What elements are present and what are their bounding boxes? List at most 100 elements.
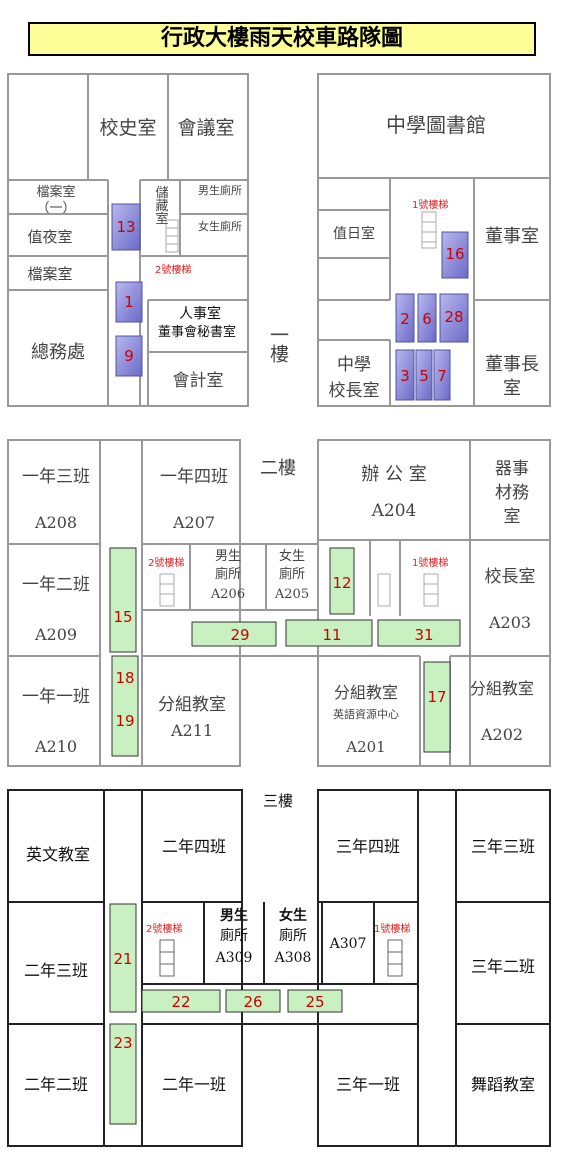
bus-25: 25 xyxy=(305,993,324,1011)
room-equip-1: 器事 xyxy=(495,459,529,479)
room-group-3: 分組教室 xyxy=(470,679,534,698)
room-accounting: 會計室 xyxy=(173,371,224,391)
floor-2-label-a: 二樓 xyxy=(260,458,296,479)
room-c34: 三年四班 xyxy=(336,837,400,856)
room-a209: A209 xyxy=(34,625,77,644)
room-c24: 二年四班 xyxy=(162,837,226,856)
stair-2-label-3f: 2號樓梯 xyxy=(146,922,182,935)
bus-17: 17 xyxy=(427,688,446,706)
bus-7: 7 xyxy=(437,367,447,385)
room-girls-1f: 女生廁所 xyxy=(198,219,242,233)
room-board: 董事室 xyxy=(485,226,539,247)
bus-23: 23 xyxy=(113,1034,132,1052)
floor-3 xyxy=(7,789,551,1147)
bus-28: 28 xyxy=(444,308,463,326)
room-night-duty: 值夜室 xyxy=(27,228,72,246)
room-equip-2: 材務 xyxy=(495,483,529,503)
room-a205: A205 xyxy=(274,587,309,602)
room-meeting: 會議室 xyxy=(177,117,234,139)
room-c11: 一年一班 xyxy=(22,687,90,707)
room-chairman-b: 室 xyxy=(503,378,521,399)
bus-31: 31 xyxy=(414,626,433,644)
stair-1-label-3f: 1號樓梯 xyxy=(374,922,410,935)
stair-2-label-1f: 2號樓梯 xyxy=(155,263,191,276)
room-a201: A201 xyxy=(345,738,385,756)
room-boys-2f-b: 廁所 xyxy=(215,566,241,582)
room-a208: A208 xyxy=(34,513,77,532)
room-c23: 二年三班 xyxy=(24,961,88,980)
room-office: 辦 公 室 xyxy=(361,464,426,485)
floor-2 xyxy=(7,439,551,767)
room-history: 校史室 xyxy=(99,117,156,139)
floor-2-bus-numbers: 15 12 29 11 31 18 19 17 xyxy=(113,574,446,730)
room-group-1: 分組教室 xyxy=(158,695,226,715)
room-principal-1f-b: 校長室 xyxy=(329,381,380,401)
room-c32: 三年二班 xyxy=(471,957,535,976)
room-c21: 二年一班 xyxy=(162,1075,226,1094)
room-boys-1f: 男生廁所 xyxy=(198,183,242,197)
room-english: 英文教室 xyxy=(26,845,90,864)
room-c12: 一年二班 xyxy=(22,575,90,595)
room-archive-1: 檔案室 xyxy=(36,184,75,200)
bus-3: 3 xyxy=(400,367,410,385)
room-archive-1-suffix: （一） xyxy=(36,201,75,216)
bus-9: 9 xyxy=(124,347,134,365)
bus-29: 29 xyxy=(230,626,249,644)
bus-26: 26 xyxy=(243,993,262,1011)
room-boys-3f-b: 廁所 xyxy=(220,927,248,944)
room-a207: A207 xyxy=(172,513,215,532)
bus-5: 5 xyxy=(419,367,429,385)
room-a204: A204 xyxy=(371,501,417,521)
floor-1-bus-lines: 13 1 9 16 2 6 28 3 5 7 xyxy=(111,203,469,401)
room-chairman-a: 董事長 xyxy=(485,354,539,375)
room-c31: 三年一班 xyxy=(336,1075,400,1094)
room-principal-2f: 校長室 xyxy=(485,567,536,587)
room-c22: 二年二班 xyxy=(24,1075,88,1094)
room-a203: A203 xyxy=(488,613,531,632)
room-principal-1f-a: 中學 xyxy=(337,355,371,375)
room-girls-3f: 女生 xyxy=(279,907,307,924)
room-a206: A206 xyxy=(210,587,245,602)
room-a202: A202 xyxy=(480,725,523,744)
room-boys-2f: 男生 xyxy=(215,549,241,564)
bus-11: 11 xyxy=(322,626,341,644)
room-library: 中學圖書館 xyxy=(386,113,486,137)
room-general-affairs: 總務處 xyxy=(31,342,85,363)
room-girls-2f-b: 廁所 xyxy=(279,566,305,582)
bus-13: 13 xyxy=(116,218,135,236)
floor-3-bus-lines xyxy=(109,903,343,1125)
bus-1: 1 xyxy=(124,293,134,311)
floor-3-bus-numbers: 21 22 26 25 23 xyxy=(113,950,324,1052)
room-boys-3f: 男生 xyxy=(220,907,248,924)
room-c33: 三年三班 xyxy=(471,837,535,856)
room-c14: 一年四班 xyxy=(160,467,228,487)
room-c13: 一年三班 xyxy=(22,467,90,487)
room-a309: A309 xyxy=(215,950,253,966)
room-group-2: 分組教室 xyxy=(334,683,398,702)
room-english-center: 英語資源中心 xyxy=(333,707,399,721)
room-archive: 檔案室 xyxy=(27,265,72,283)
bus-6: 6 xyxy=(422,310,432,328)
room-a307: A307 xyxy=(329,936,367,952)
bus-12: 12 xyxy=(332,574,351,592)
stair-1-label-2f: 1號樓梯 xyxy=(412,556,448,569)
floor-1-label: 一樓 xyxy=(267,325,289,363)
bus-21: 21 xyxy=(113,950,132,968)
room-personnel: 人事室 xyxy=(179,305,221,322)
room-board-secretary: 董事會秘書室 xyxy=(158,324,236,340)
room-girls-2f: 女生 xyxy=(279,548,305,564)
floor-1 xyxy=(7,73,551,407)
floor-1-labels: 校史室 會議室 檔案室 （一） 值夜室 檔案室 總務處 儲藏室 男生廁所 女生廁… xyxy=(27,113,539,401)
room-storage: 儲藏室 xyxy=(153,186,169,225)
stair-1-label-1f: 1號樓梯 xyxy=(412,198,448,211)
bus-15: 15 xyxy=(113,608,132,626)
bus-18: 18 xyxy=(115,669,134,687)
room-duty: 值日室 xyxy=(333,225,375,242)
bus-2: 2 xyxy=(400,310,410,328)
floor-2-bus-lines xyxy=(109,547,461,757)
room-dance: 舞蹈教室 xyxy=(471,1075,535,1094)
room-equip-3: 室 xyxy=(504,507,521,527)
floor-3-label: 三樓 xyxy=(263,792,293,810)
room-a308: A308 xyxy=(274,950,312,966)
